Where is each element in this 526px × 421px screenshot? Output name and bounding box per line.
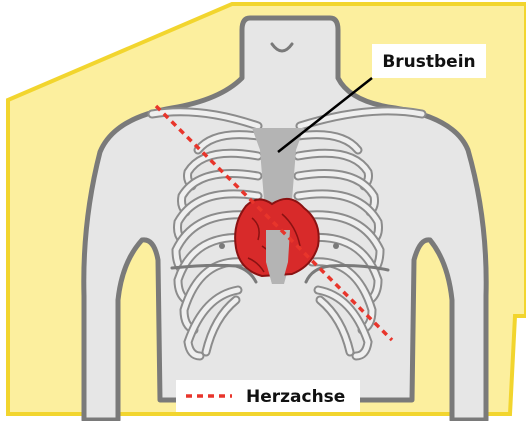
- electrode-dot-right: [333, 243, 339, 249]
- sternum-label: Brustbein: [382, 52, 475, 72]
- legend-label: Herzachse: [246, 387, 345, 407]
- electrode-dot-left: [219, 243, 225, 249]
